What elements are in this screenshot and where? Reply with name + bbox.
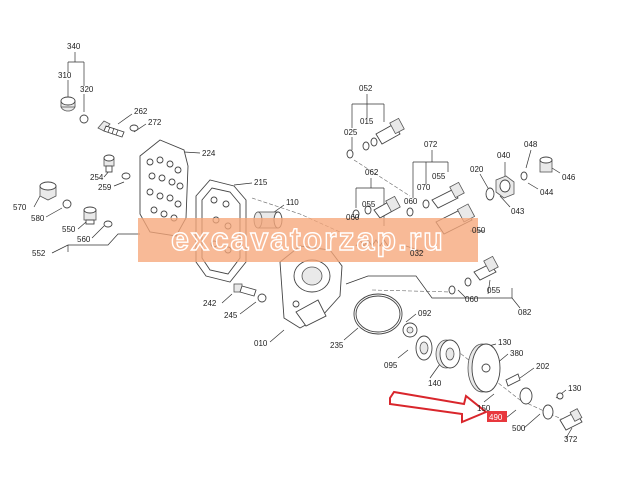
label-254[interactable]: 254 (90, 173, 104, 182)
label-550[interactable]: 550 (62, 225, 76, 234)
label-224[interactable]: 224 (202, 149, 216, 158)
o-ring-020-icon (485, 187, 495, 201)
label-259[interactable]: 259 (98, 183, 112, 192)
cap-310-icon (60, 96, 76, 112)
label-560[interactable]: 560 (77, 235, 91, 244)
plug-550-icon (83, 206, 97, 225)
label-202[interactable]: 202 (536, 362, 550, 371)
bolt-262-icon (97, 120, 125, 138)
label-340[interactable]: 340 (67, 42, 81, 51)
label-245[interactable]: 245 (224, 311, 238, 320)
fitting-040-icon (495, 175, 515, 199)
label-055c[interactable]: 055 (487, 286, 501, 295)
ball-580-icon (62, 199, 72, 209)
label-320[interactable]: 320 (80, 85, 94, 94)
label-020[interactable]: 020 (470, 165, 484, 174)
o-ring-055c-icon (464, 277, 472, 287)
bearing-095-icon (415, 335, 433, 361)
label-046[interactable]: 046 (562, 173, 576, 182)
label-130a[interactable]: 130 (498, 338, 512, 347)
washer-259-icon (121, 172, 131, 180)
bolt-202-icon (505, 373, 521, 387)
label-060b[interactable]: 060 (404, 197, 418, 206)
label-048[interactable]: 048 (524, 140, 538, 149)
o-ring-025-icon (346, 149, 354, 159)
leader-lines (33, 52, 573, 439)
washer-245-icon (257, 293, 267, 303)
ring-500-icon (542, 404, 554, 420)
bolt-242-icon (233, 283, 257, 297)
label-025[interactable]: 025 (344, 128, 358, 137)
label-055a[interactable]: 055 (362, 200, 376, 209)
o-ring-060b-icon (406, 207, 414, 217)
label-032[interactable]: 032 (410, 249, 424, 258)
o-ring-055a-icon (364, 205, 372, 215)
o-ring-070-icon (422, 199, 430, 209)
label-044[interactable]: 044 (540, 188, 554, 197)
washer-272-icon (129, 124, 139, 132)
label-092[interactable]: 092 (418, 309, 432, 318)
label-043[interactable]: 043 (511, 207, 525, 216)
plug-055b-icon (431, 181, 465, 209)
label-380[interactable]: 380 (510, 349, 524, 358)
label-215[interactable]: 215 (254, 178, 268, 187)
plug-254-icon (103, 154, 115, 173)
watermark-band (138, 218, 478, 262)
seal-490-icon (519, 387, 533, 405)
part-490-highlight[interactable] (487, 411, 507, 422)
label-110[interactable]: 110 (286, 198, 299, 207)
o-ring-320-icon (79, 114, 89, 124)
label-552[interactable]: 552 (32, 249, 46, 258)
label-490[interactable]: 490 (489, 413, 503, 422)
label-310[interactable]: 310 (58, 71, 72, 80)
label-072[interactable]: 072 (424, 140, 438, 149)
watermark: excavatorzap.ru (138, 218, 478, 262)
label-130b[interactable]: 130 (568, 384, 582, 393)
red-arrow-icon (389, 390, 488, 424)
label-500[interactable]: 500 (512, 424, 526, 433)
label-050[interactable]: 050 (472, 226, 486, 235)
label-060a[interactable]: 060 (346, 213, 360, 222)
o-ring-015a-icon (362, 141, 370, 151)
callout (389, 390, 507, 424)
o-ring-130b-icon (556, 392, 564, 400)
hub-140-icon (435, 339, 461, 369)
watermark-text: excavatorzap.ru (171, 221, 445, 257)
cover-380-icon (467, 343, 501, 393)
nut-570-icon (39, 181, 57, 201)
label-082[interactable]: 082 (518, 308, 532, 317)
label-262[interactable]: 262 (134, 107, 148, 116)
o-ring-060c-icon (448, 285, 456, 295)
o-ring-560-icon (103, 220, 113, 228)
label-060c[interactable]: 060 (465, 295, 479, 304)
label-235[interactable]: 235 (330, 341, 344, 350)
plug-046-icon (539, 156, 553, 173)
part-labels: 340 310 320 262 272 224 254 259 215 570 … (13, 42, 582, 444)
label-095[interactable]: 095 (384, 361, 398, 370)
plug-372-icon (559, 408, 583, 431)
gear-092-icon (402, 322, 418, 338)
o-ring-048-icon (520, 171, 528, 181)
label-570[interactable]: 570 (13, 203, 27, 212)
label-070[interactable]: 070 (417, 183, 431, 192)
label-055b[interactable]: 055 (432, 172, 446, 181)
spool-062-icon (373, 195, 401, 219)
label-062[interactable]: 062 (365, 168, 379, 177)
label-372[interactable]: 372 (564, 435, 578, 444)
o-ring-015b-icon (370, 137, 378, 147)
plug-082-icon (473, 255, 499, 281)
parts (39, 96, 583, 431)
label-140[interactable]: 140 (428, 379, 442, 388)
plug-052-icon (375, 117, 405, 145)
label-150[interactable]: 150 (477, 404, 491, 413)
label-040[interactable]: 040 (497, 151, 511, 160)
label-052[interactable]: 052 (359, 84, 373, 93)
label-242[interactable]: 242 (203, 299, 217, 308)
label-580[interactable]: 580 (31, 214, 45, 223)
label-010[interactable]: 010 (254, 339, 268, 348)
label-015[interactable]: 015 (360, 117, 374, 126)
label-272[interactable]: 272 (148, 118, 162, 127)
